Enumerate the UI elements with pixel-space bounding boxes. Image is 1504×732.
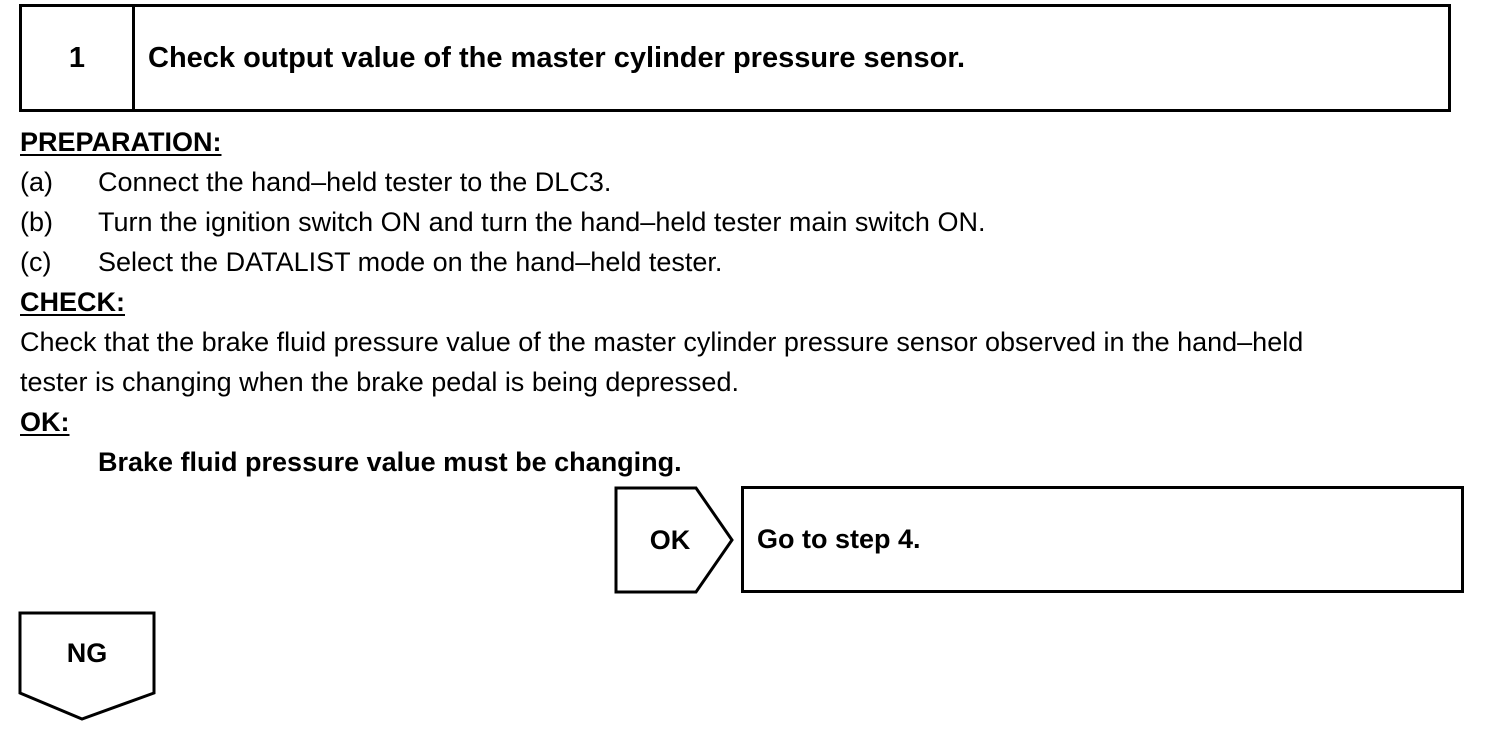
preparation-item-c-label: (c) [20, 247, 52, 277]
preparation-heading: PREPARATION: [20, 127, 222, 157]
preparation-item-a-text: Connect the hand–held tester to the DLC3… [98, 167, 612, 197]
check-text-line-2: tester is changing when the brake pedal … [20, 367, 739, 397]
preparation-item-b-label: (b) [20, 207, 53, 237]
preparation-item-b-text: Turn the ignition switch ON and turn the… [98, 207, 986, 237]
check-text-line-1: Check that the brake fluid pressure valu… [20, 327, 1304, 357]
ok-heading: OK: [20, 407, 70, 437]
check-heading: CHECK: [20, 287, 125, 317]
ok-result-text: Go to step 4. [757, 524, 921, 554]
ok-result-box: Go to step 4. [741, 486, 1464, 593]
step-header-box: 1 Check output value of the master cylin… [19, 4, 1451, 112]
preparation-item-c-text: Select the DATALIST mode on the hand–hel… [98, 247, 723, 277]
preparation-item-a-label: (a) [20, 167, 53, 197]
ok-flow-label: OK [649, 524, 691, 555]
step-title: Check output value of the master cylinde… [148, 41, 966, 74]
ng-arrow-shape [18, 611, 156, 721]
ng-flow-label: NG [66, 637, 108, 668]
step-number: 1 [22, 7, 135, 109]
ok-arrow-shape [614, 486, 734, 594]
ok-specification: Brake fluid pressure value must be chang… [98, 447, 682, 477]
